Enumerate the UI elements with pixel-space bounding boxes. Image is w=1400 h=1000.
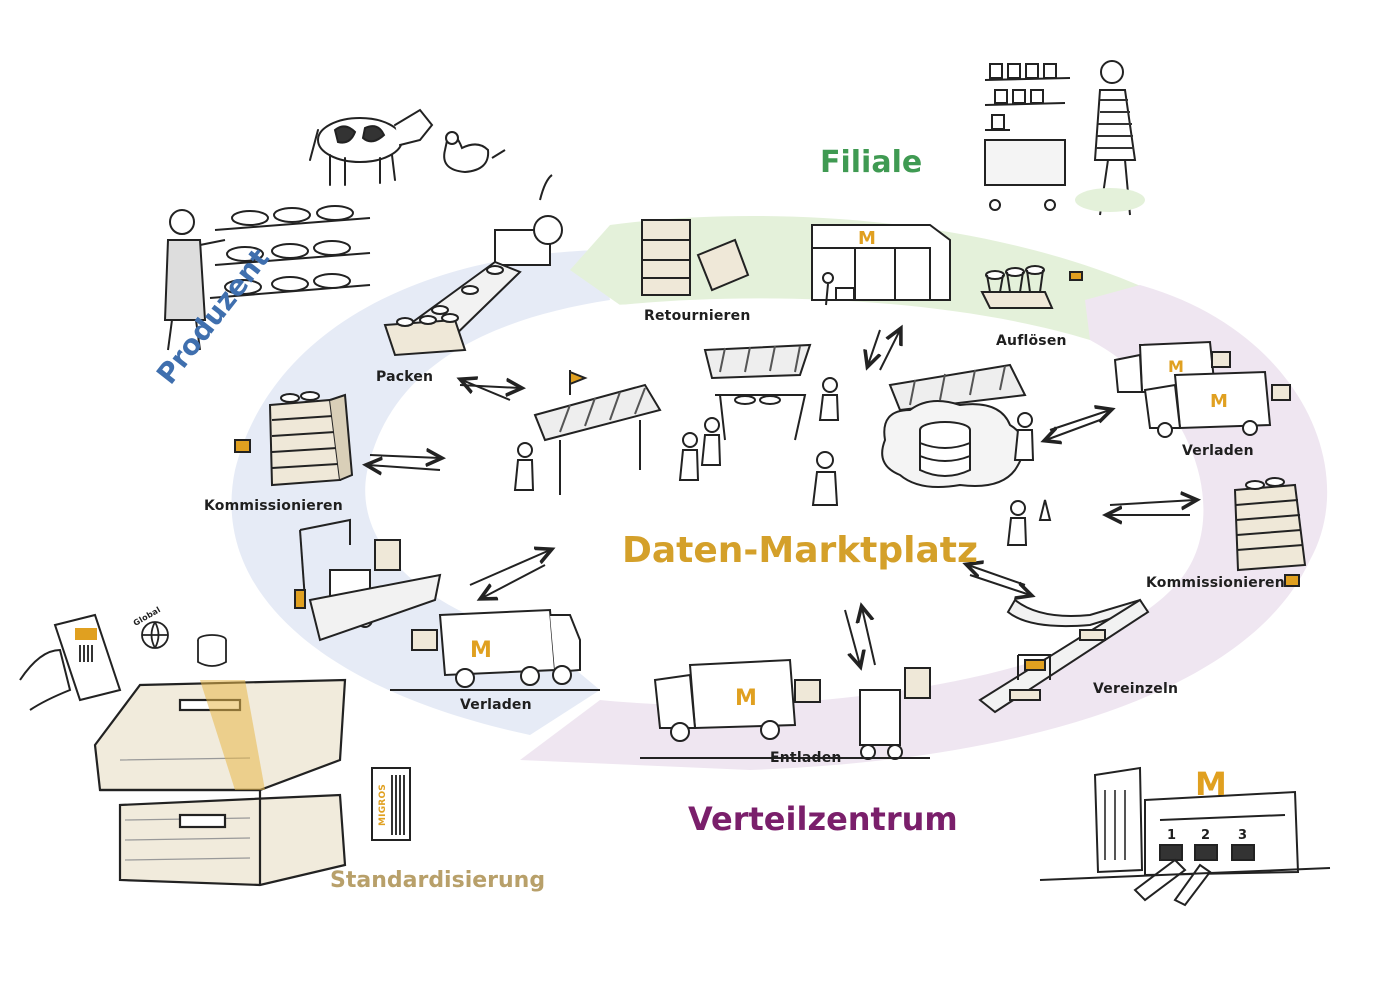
standardisierung-label: Standardisierung (330, 868, 546, 893)
arrow-komm-left-in (369, 455, 440, 458)
tray-icon (980, 265, 1083, 309)
gate-number-3: 3 (1238, 828, 1248, 843)
step-vereinzeln: Vereinzeln (1093, 681, 1179, 697)
crate-icon (93, 678, 347, 887)
svg-text:M: M (1195, 765, 1227, 803)
truck-pair-icon: M M (1113, 340, 1291, 438)
band-verteilzentrum (520, 285, 1328, 770)
arrow-verladen-right-out (1046, 419, 1101, 440)
step-retournieren: Retournieren (644, 308, 751, 324)
conveyor-icon (978, 598, 1150, 714)
store-icon: M (811, 224, 951, 306)
commission-stack-left (234, 391, 354, 487)
arrow-filiale-out (879, 330, 900, 371)
warehouse-icon: M (1039, 765, 1331, 907)
arrow-vereinzeln-out (968, 565, 1026, 586)
arrow-komm-right-in (1109, 500, 1195, 505)
svg-text:M: M (470, 638, 492, 663)
step-kommissionieren-right: Kommissionieren (1146, 575, 1285, 591)
arrow-verladen-left-in (469, 550, 550, 586)
truck-icon: M (390, 608, 600, 691)
phone-icon (19, 613, 122, 711)
gate-number-2: 2 (1201, 828, 1211, 843)
crate-brand-label: MIGROS (377, 784, 388, 826)
svg-text:M: M (1168, 357, 1184, 376)
arrow-verladen-left-out (482, 564, 546, 598)
svg-text:M: M (858, 228, 876, 249)
chicken-icon (443, 131, 506, 174)
crate-stack-icon (641, 219, 750, 296)
step-entladen: Entladen (770, 750, 842, 766)
arrows (368, 330, 1195, 665)
unload-truck-icon: M (640, 658, 931, 760)
arrow-filiale-in (868, 329, 880, 365)
step-packen: Packen (376, 369, 434, 385)
commission-stack-right (1233, 477, 1307, 587)
barcode-icon (371, 767, 411, 841)
step-verladen-left: Verladen (460, 697, 532, 713)
forklift-icon (294, 518, 442, 642)
globe-icon (141, 621, 169, 649)
market-stall-icon (513, 343, 1027, 506)
cheese-shelf-icon (209, 205, 371, 299)
arrow-entladen-out (862, 608, 876, 666)
svg-text:M: M (735, 686, 757, 711)
gate-number-1: 1 (1167, 828, 1177, 843)
database-small-icon (197, 634, 227, 667)
center-title: Daten-Marktplatz (622, 530, 978, 571)
arrow-entladen-in (844, 609, 860, 665)
step-aufloesen: Auflösen (996, 333, 1067, 349)
database-icon (881, 400, 1052, 546)
cow-icon (309, 108, 434, 186)
packing-machine-icon (383, 174, 563, 357)
step-kommissionieren-left: Kommissionieren (204, 498, 343, 514)
arrow-packen-out (462, 380, 511, 401)
shopper-icon (984, 60, 1145, 216)
svg-text:M: M (1210, 391, 1228, 412)
zone-title-verteilzentrum: Verteilzentrum (688, 800, 958, 838)
arrow-komm-left-out (368, 465, 441, 470)
zone-title-filiale: Filiale (820, 145, 923, 180)
farmer-icon (163, 209, 226, 351)
step-verladen-right: Verladen (1182, 443, 1254, 459)
